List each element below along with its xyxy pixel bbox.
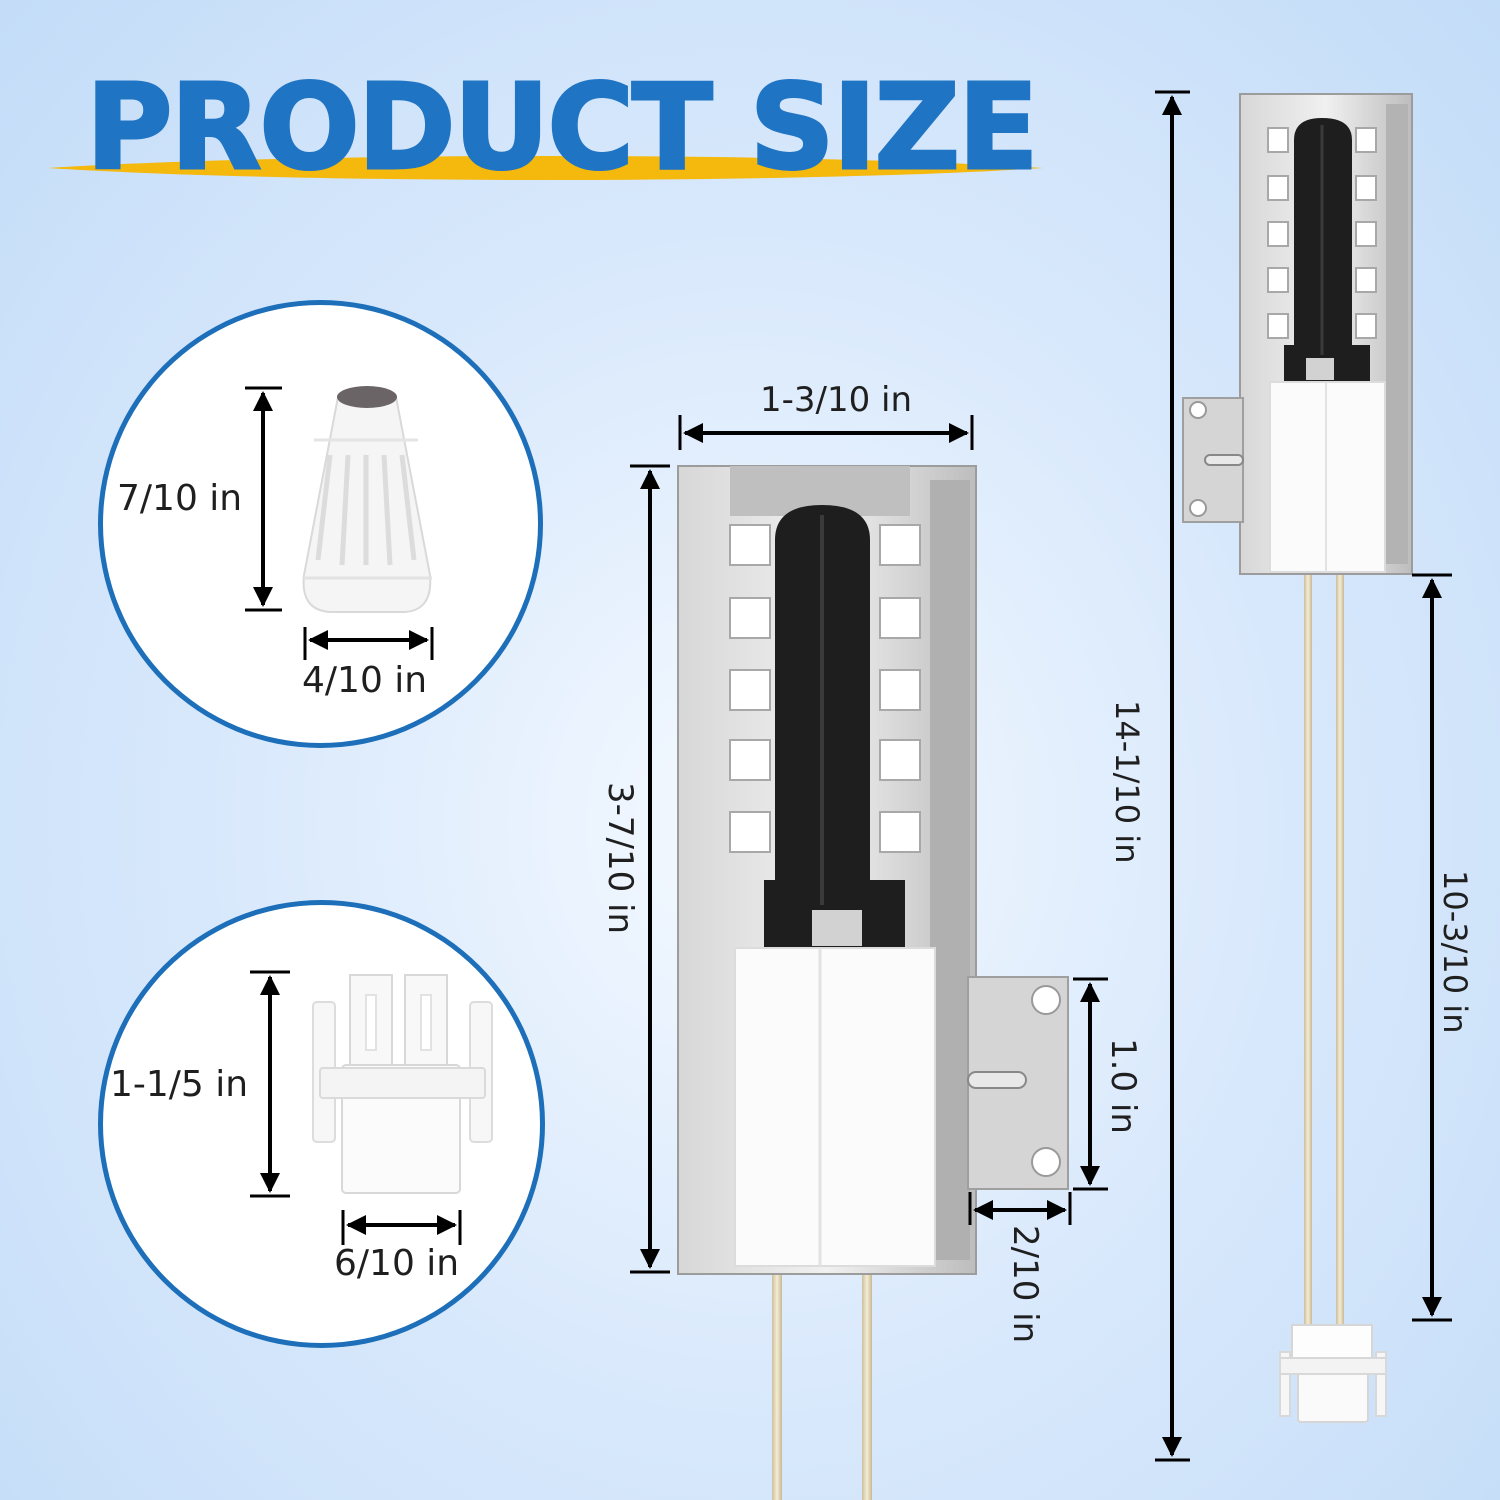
cap-width-dimension [303,627,434,660]
cap-height-dimension [245,386,282,612]
ceramic-cap-image [302,386,432,613]
page-title: PRODUCT SIZE [85,58,1041,196]
cap-width-label: 4/10 in [302,660,428,701]
igniter-width-label: 1-3/10 in [760,380,913,420]
cap-height-label: 7/10 in [117,478,243,519]
wire-length-label: 10-3/10 in [1436,870,1474,1034]
title-underline-swoosh [48,156,1043,180]
total-length-label: 14-1/10 in [1108,700,1146,864]
igniter-full-image [1182,93,1413,1423]
igniter-width-dimension [678,415,974,450]
connector-height-dimension [250,970,290,1198]
connector-height-label: 1-1/5 in [110,1064,249,1105]
igniter-height-dimension [630,464,670,1274]
wire-length-dimension [1412,573,1452,1322]
igniter-large-image [677,465,1069,1500]
connector-width-dimension [341,1210,462,1245]
bracket-depth-dimension [968,1192,1072,1225]
total-length-dimension [1155,90,1190,1462]
connector-image [312,974,493,1194]
bracket-height-dimension [1073,977,1108,1191]
connector-width-label: 6/10 in [334,1243,460,1284]
